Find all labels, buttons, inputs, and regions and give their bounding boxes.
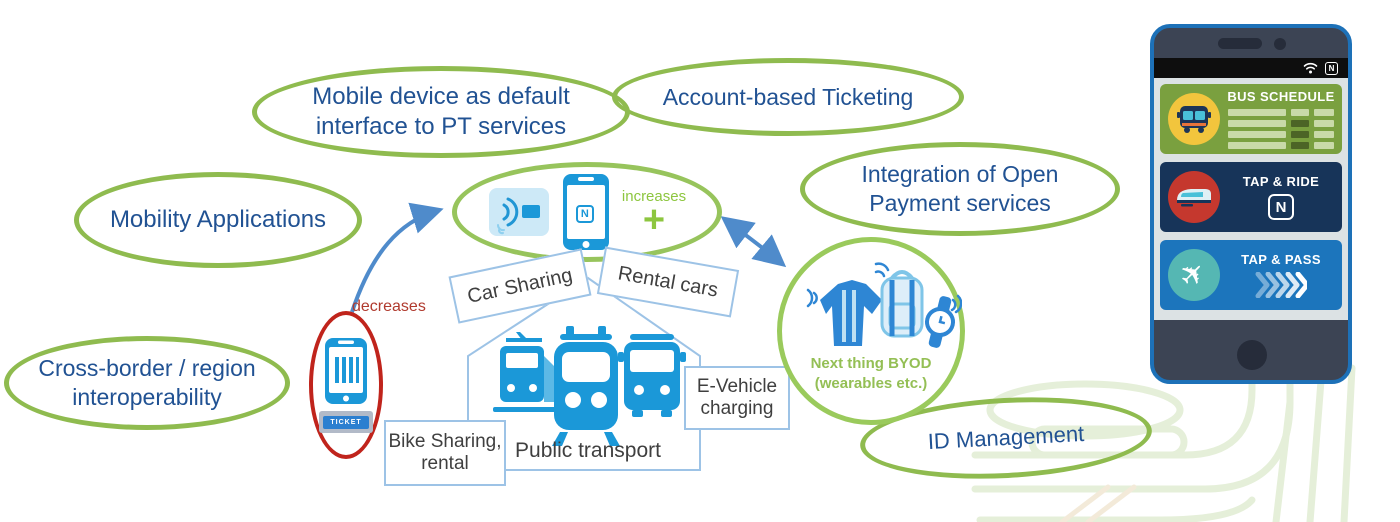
card-title: TAP & RIDE: [1242, 174, 1320, 189]
byod-label: Next thing BYOD (wearables etc.): [810, 354, 932, 392]
nfc-logo: N: [575, 205, 594, 223]
speaker-icon: [1218, 38, 1262, 49]
chevrons-icon: [1255, 272, 1307, 298]
bike-sharing-label: Bike Sharing, rental: [388, 431, 502, 474]
card-title: TAP & PASS: [1241, 252, 1321, 267]
callout-mobility-applications: Mobility Applications: [74, 172, 362, 268]
callout-account-based-ticketing: Account-based Ticketing: [612, 58, 964, 136]
watch-icon: [925, 296, 955, 348]
public-transport-label: Public transport: [515, 439, 661, 462]
legacy-ticketing-ellipse: TICKET: [309, 311, 383, 459]
decreases-label: decreases: [352, 298, 426, 315]
barcode-phone-icon: [325, 338, 367, 404]
rental-cars-label: Rental cars: [616, 261, 720, 302]
bus-icon: [618, 334, 686, 417]
e-vehicle-charging-box: E-Vehicle charging: [684, 366, 790, 430]
train-fast-icon: [1168, 171, 1220, 223]
plane-icon: ✈: [1168, 249, 1220, 301]
callout-label: Integration of Open Payment services: [861, 161, 1059, 216]
nfc-status-icon: N: [1325, 61, 1338, 75]
increases-annotation: increases +: [621, 188, 687, 242]
wearables-icons: [806, 262, 962, 348]
callout-label: Mobile device as default interface to PT…: [312, 83, 570, 140]
schedule-rows-icon: [1228, 109, 1334, 149]
backpack-icon: [880, 270, 924, 338]
byod-circle: Next thing BYOD (wearables etc.): [777, 237, 965, 425]
contactless-reader-icon: [488, 188, 549, 236]
status-bar: N: [1154, 58, 1348, 78]
home-button[interactable]: [1237, 340, 1267, 370]
paper-ticket-icon: TICKET: [319, 411, 373, 433]
ticket-label: TICKET: [323, 415, 369, 429]
arrow-center-byod: [720, 216, 787, 268]
callout-label: Mobility Applications: [109, 206, 327, 233]
tap-and-pass-card[interactable]: ✈ TAP & PASS: [1160, 240, 1342, 310]
plus-icon: +: [642, 199, 666, 242]
callout-cross-border: Cross-border / region interoperability: [4, 336, 290, 430]
nfc-smartphone-icon: N: [562, 173, 610, 251]
callout-label: Account-based Ticketing: [662, 83, 914, 110]
train-icon: [552, 326, 620, 446]
callout-label: Cross-border / region interoperability: [38, 355, 256, 410]
phone-mockup: N BUS SCHEDULE: [1150, 24, 1352, 384]
jacket-icon: [820, 280, 882, 346]
card-title: BUS SCHEDULE: [1227, 89, 1335, 104]
camera-icon: [1274, 38, 1286, 50]
e-vehicle-label: E-Vehicle charging: [696, 376, 778, 419]
tram-icon: [493, 332, 561, 412]
callout-label: ID Management: [927, 421, 1085, 455]
nfc-logo: N: [1268, 194, 1294, 220]
bike-sharing-box: Bike Sharing, rental: [384, 420, 506, 486]
bus-schedule-card[interactable]: BUS SCHEDULE: [1160, 84, 1342, 154]
arrow-decrease-to-center: [350, 202, 444, 313]
bus-icon: [1168, 93, 1220, 145]
signal-waves-icon: [806, 262, 962, 314]
callout-open-payment: Integration of Open Payment services: [800, 142, 1120, 236]
tap-and-ride-card[interactable]: TAP & RIDE N: [1160, 162, 1342, 232]
tap-interface-ellipse: N increases +: [452, 162, 722, 262]
increases-label: increases: [621, 188, 687, 206]
wifi-icon: [1303, 62, 1318, 74]
phone-screen: BUS SCHEDULE: [1154, 78, 1348, 320]
car-sharing-label: Car Sharing: [465, 263, 575, 308]
callout-mobile-device: Mobile device as default interface to PT…: [252, 66, 630, 158]
